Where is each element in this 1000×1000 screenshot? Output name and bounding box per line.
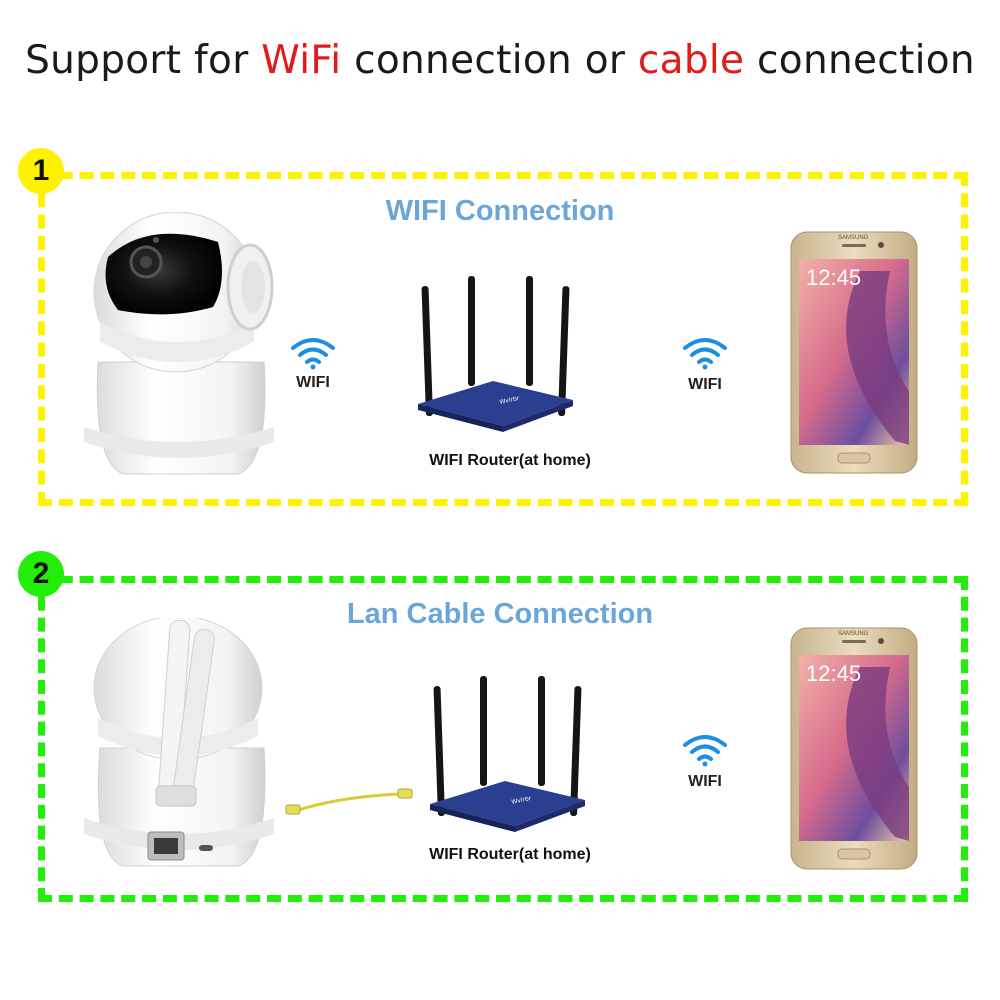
phone-brand: SAMSUNG (838, 235, 869, 241)
headline-part-1: Support for (25, 38, 262, 83)
smartphone-image: SAMSUNG 12:45 (790, 231, 918, 474)
wifi-icon (683, 735, 727, 767)
step-badge-2: 2 (18, 551, 64, 597)
wifi-left-label: WIFI (296, 374, 330, 391)
camera-front-image (84, 212, 274, 475)
phone-brand: SAMSUNG (838, 631, 869, 637)
wifi-connection-panel (38, 172, 968, 506)
router-image: Wvlrbr (418, 276, 573, 432)
phone-clock: 12:45 (806, 661, 862, 686)
svg-text:Wvlrbr: Wvlrbr (511, 795, 532, 806)
svg-text:Wvlrbr: Wvlrbr (499, 395, 520, 406)
headline-part-2: connection or (341, 38, 638, 83)
router-label: WIFI Router(at home) (429, 846, 591, 863)
wifi-right-label: WIFI (688, 376, 722, 393)
wifi-icon (291, 338, 335, 370)
lan-cable-image (285, 788, 413, 815)
smartphone-image: SAMSUNG 12:45 (790, 627, 918, 870)
wifi-icon (683, 338, 727, 370)
step-badge-1: 1 (18, 148, 64, 194)
lan-cable-connection-title: Lan Cable Connection (346, 598, 654, 630)
phone-clock: 12:45 (806, 265, 862, 290)
router-image: Wvlrbr (430, 676, 585, 832)
camera-back-image (84, 618, 274, 867)
headline-wifi-highlight: WiFi (261, 38, 342, 83)
lan-cable-connection-panel (38, 576, 968, 902)
page-headline: Support for WiFi connection or cable con… (0, 38, 1000, 83)
headline-part-3: connection (744, 38, 975, 83)
router-label: WIFI Router(at home) (429, 452, 591, 469)
wifi-right-label: WIFI (688, 773, 722, 790)
headline-cable-highlight: cable (637, 38, 745, 83)
wifi-connection-title: WIFI Connection (385, 195, 615, 227)
